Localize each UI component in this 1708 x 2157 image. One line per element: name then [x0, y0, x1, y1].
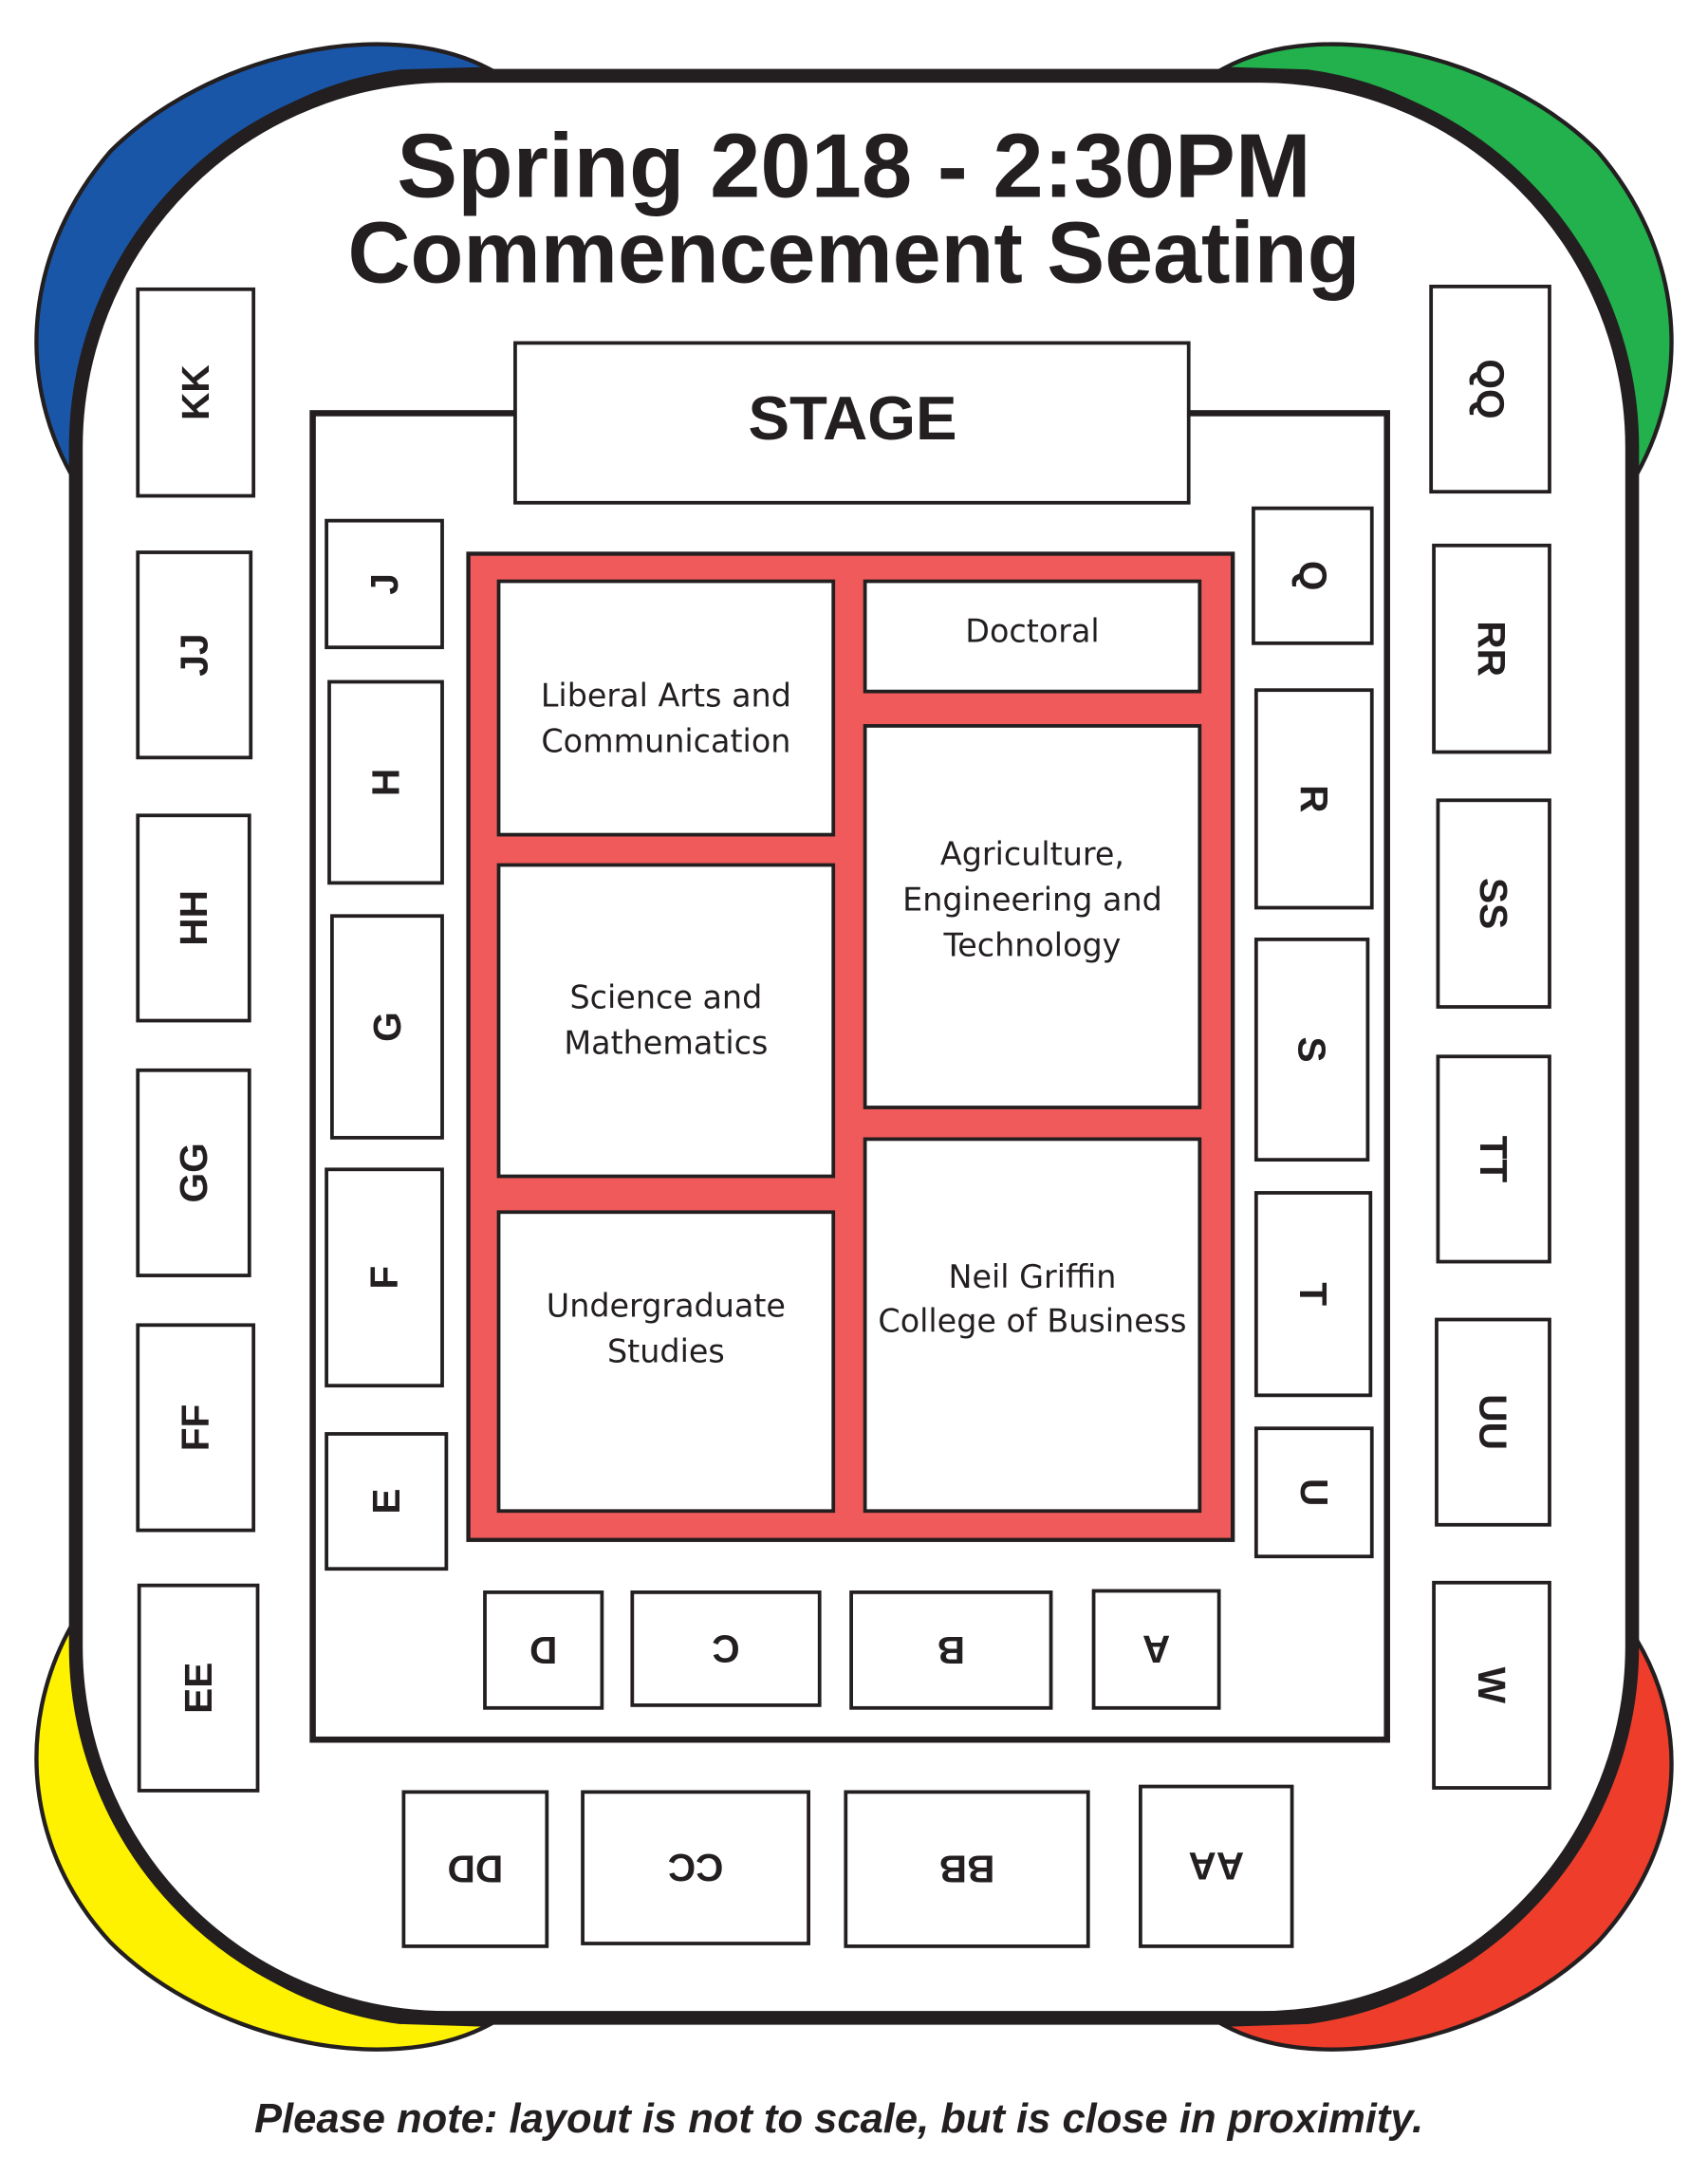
college-label: Agriculture, [940, 836, 1124, 873]
seating-section-b[interactable]: B [849, 1590, 1053, 1710]
section-label: EE [176, 1663, 220, 1714]
section-label: SS [1472, 878, 1515, 929]
college-label: Studies [607, 1333, 725, 1370]
section-label: JJ [173, 634, 216, 677]
seating-section-hh[interactable]: HH [136, 813, 251, 1023]
section-label: AA [1188, 1845, 1244, 1888]
section-label: S [1290, 1036, 1334, 1062]
seating-section-dd[interactable]: DD [401, 1790, 549, 1948]
seating-section-kk[interactable]: KK [136, 287, 256, 498]
seating-section-h[interactable]: H [327, 679, 444, 885]
seating-section-a[interactable]: A [1091, 1589, 1221, 1710]
section-label: R [1292, 785, 1336, 812]
title-line-2: Commencement Seating [347, 205, 1360, 302]
section-label: E [364, 1489, 408, 1515]
seating-section-ss[interactable]: SS [1436, 798, 1551, 1009]
seating-section-w[interactable]: W [1432, 1580, 1551, 1790]
stage-label: STAGE [749, 383, 957, 453]
college-label: Engineering and [902, 881, 1162, 918]
section-label: H [364, 769, 408, 796]
section-label: RR [1470, 621, 1513, 677]
college-block-doctoral[interactable]: Doctoral [863, 579, 1202, 694]
section-label: A [1142, 1627, 1170, 1671]
section-label: Q [1290, 561, 1334, 591]
seating-section-s[interactable]: S [1253, 938, 1370, 1162]
title-line-1: Spring 2018 - 2:30PM [397, 116, 1310, 217]
seating-section-rr[interactable]: RR [1432, 543, 1551, 754]
section-label: HH [172, 890, 215, 946]
section-label: B [938, 1628, 965, 1672]
college-label: Mathematics [564, 1024, 768, 1061]
section-label: T [1291, 1282, 1335, 1306]
seating-section-bb[interactable]: BB [844, 1790, 1090, 1948]
seating-section-gg[interactable]: GG [136, 1068, 251, 1277]
college-label: Neil Griffin [948, 1258, 1116, 1295]
section-label: F [362, 1266, 406, 1290]
section-label: KK [174, 364, 217, 420]
section-label: QQ [1469, 359, 1513, 418]
seating-section-c[interactable]: C [630, 1590, 822, 1707]
section-label: D [529, 1628, 557, 1672]
college-label: Communication [541, 723, 790, 760]
seating-section-uu[interactable]: UU [1435, 1317, 1551, 1527]
footer-note: Please note: layout is not to scale, but… [254, 2096, 1423, 2142]
college-label: Liberal Arts and [541, 678, 791, 715]
seating-section-f[interactable]: F [325, 1167, 444, 1388]
college-label: Technology [942, 926, 1121, 963]
section-label: FF [174, 1404, 217, 1452]
seating-section-g[interactable]: G [330, 914, 444, 1140]
section-label: W [1470, 1667, 1513, 1704]
seating-section-tt[interactable]: TT [1436, 1054, 1551, 1264]
section-label: J [362, 573, 406, 595]
seating-section-t[interactable]: T [1253, 1191, 1373, 1398]
section-label: C [712, 1627, 739, 1670]
section-label: GG [172, 1143, 215, 1202]
section-label: U [1292, 1478, 1336, 1506]
seating-section-cc[interactable]: CC [581, 1790, 810, 1945]
stage[interactable]: STAGE [513, 341, 1191, 505]
seating-section-j[interactable]: J [325, 518, 444, 650]
seating-section-d[interactable]: D [483, 1590, 604, 1710]
section-label: BB [939, 1848, 995, 1891]
seating-section-e[interactable]: E [325, 1432, 449, 1571]
seating-section-u[interactable]: U [1253, 1426, 1374, 1559]
section-label: TT [1472, 1136, 1515, 1183]
seating-section-aa[interactable]: AA [1139, 1784, 1294, 1948]
section-label: CC [668, 1846, 724, 1889]
seating-section-qq[interactable]: QQ [1429, 285, 1551, 494]
section-label: DD [448, 1848, 504, 1891]
seating-section-jj[interactable]: JJ [136, 550, 253, 760]
college-label: Science and [569, 978, 762, 1015]
seating-section-q[interactable]: Q [1252, 506, 1374, 645]
seating-section-r[interactable]: R [1253, 688, 1374, 910]
section-label: UU [1471, 1394, 1514, 1450]
college-label: College of Business [878, 1303, 1186, 1340]
college-label: Doctoral [965, 612, 1099, 649]
section-label: G [365, 1012, 409, 1042]
seating-section-ee[interactable]: EE [137, 1583, 260, 1793]
college-label: Undergraduate [547, 1288, 786, 1325]
seating-section-ff[interactable]: FF [136, 1323, 256, 1533]
